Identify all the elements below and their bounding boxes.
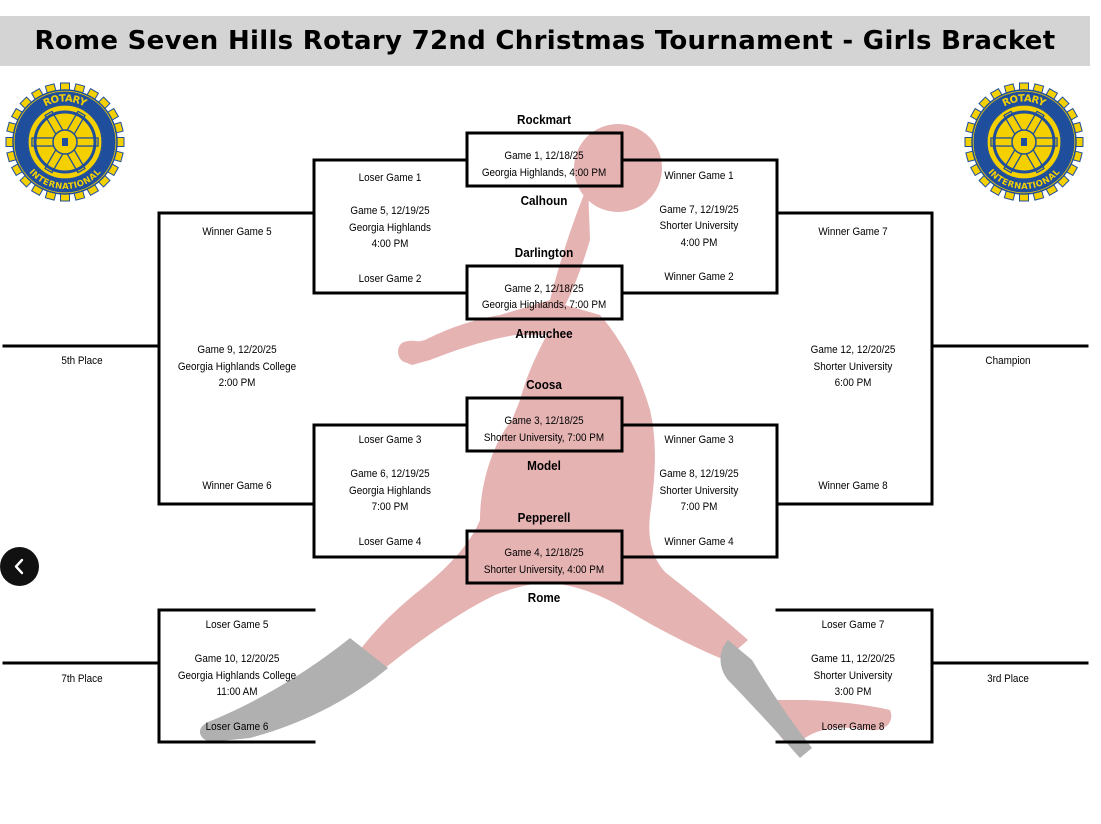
game11-info-line2: Shorter University (813, 670, 893, 682)
game12-info-line3: 6:00 PM (834, 377, 872, 389)
game10-top-slot: Loser Game 5 (205, 619, 269, 631)
bracket-lines (2, 131, 1089, 744)
game1-line1: Game 1, 12/18/25 (504, 150, 584, 162)
game11-info-line1: Game 11, 12/20/25 (810, 653, 896, 665)
game11-bottom-slot: Loser Game 8 (821, 721, 885, 733)
result-7th-place: 7th Place (61, 673, 103, 685)
logo-keyway (62, 138, 68, 146)
silhouette-head (574, 124, 662, 212)
game5-top-slot: Loser Game 1 (358, 172, 422, 184)
game9-info-line2: Georgia Highlands College (177, 361, 297, 373)
game8-top-slot: Winner Game 3 (664, 434, 734, 446)
team-calhoun: Calhoun (520, 193, 568, 208)
game5-info-line1: Game 5, 12/19/25 (350, 205, 430, 217)
silhouette-left-sock (199, 638, 388, 742)
title-banner: Rome Seven Hills Rotary 72nd Christmas T… (0, 16, 1090, 66)
silhouette-right-sock (720, 640, 812, 758)
game11-info-line3: 3:00 PM (834, 686, 872, 698)
game6-top-slot: Loser Game 3 (358, 434, 422, 446)
game11-top-slot: Loser Game 7 (821, 619, 885, 631)
previous-slide-button[interactable] (0, 547, 39, 586)
game12-bottom-slot: Winner Game 8 (818, 480, 888, 492)
team-pepperell: Pepperell (517, 510, 571, 525)
basketball-player-silhouette (199, 124, 892, 758)
game2-line1: Game 2, 12/18/25 (504, 283, 584, 295)
chevron-left-icon (14, 558, 24, 575)
logo-wheel-rim (992, 110, 1056, 174)
game9-top-slot: Winner Game 5 (202, 226, 272, 238)
game6-info-line1: Game 6, 12/19/25 (350, 468, 430, 480)
game7-info-line2: Shorter University (659, 220, 739, 232)
team-coosa: Coosa (526, 377, 562, 392)
team-armuchee: Armuchee (515, 326, 573, 341)
logo-blue-band (973, 91, 1075, 193)
game12-info-line1: Game 12, 12/20/25 (810, 344, 896, 356)
game8-info-line1: Game 8, 12/19/25 (659, 468, 739, 480)
logo-word-top: ROTARY (1001, 93, 1048, 109)
game7-top-slot: Winner Game 1 (664, 170, 734, 182)
game8-info-line3: 7:00 PM (680, 501, 718, 513)
game10-info-line3: 11:00 AM (216, 686, 258, 698)
game6-info-line2: Georgia Highlands (348, 485, 432, 497)
team-rockmart: Rockmart (517, 112, 571, 127)
game4-line2: Shorter University, 4:00 PM (483, 564, 605, 576)
game12-top-slot: Winner Game 7 (818, 226, 888, 238)
game10-info-line1: Game 10, 12/20/25 (194, 653, 280, 665)
result-champion: Champion (985, 355, 1031, 367)
game4-line1: Game 4, 12/18/25 (504, 547, 584, 559)
game8-info-line2: Shorter University (659, 485, 739, 497)
game10-bottom-slot: Loser Game 6 (205, 721, 269, 733)
page-title: Rome Seven Hills Rotary 72nd Christmas T… (34, 26, 1056, 56)
game5-info-line2: Georgia Highlands (348, 222, 432, 234)
game5-info-line3: 4:00 PM (371, 238, 409, 250)
game3-line1: Game 3, 12/18/25 (504, 415, 584, 427)
game9-info-line3: 2:00 PM (218, 377, 256, 389)
logo-word-top: ROTARY (42, 93, 89, 109)
game9-info-line1: Game 9, 12/20/25 (197, 344, 277, 356)
game7-bottom-slot: Winner Game 2 (664, 271, 734, 283)
team-darlington: Darlington (514, 245, 574, 260)
logo-keyway (1021, 138, 1027, 146)
game2-line2: Georgia Highlands, 7:00 PM (481, 299, 607, 311)
game8-bottom-slot: Winner Game 4 (664, 536, 734, 548)
result-5th-place: 5th Place (61, 355, 103, 367)
game9-bottom-slot: Winner Game 6 (202, 480, 272, 492)
game5-bottom-slot: Loser Game 2 (358, 273, 422, 285)
logo-wheel-rim (33, 110, 97, 174)
team-rome: Rome (527, 590, 561, 605)
logo-blue-band (14, 91, 116, 193)
game3-line2: Shorter University, 7:00 PM (483, 432, 605, 444)
game7-info-line3: 4:00 PM (680, 237, 718, 249)
game12-info-line2: Shorter University (813, 361, 893, 373)
game7-info-line1: Game 7, 12/19/25 (659, 204, 739, 216)
game1-line2: Georgia Highlands, 4:00 PM (481, 167, 607, 179)
result-3rd-place: 3rd Place (987, 673, 1029, 685)
silhouette-torso (360, 305, 748, 668)
silhouette-hand (398, 340, 432, 364)
team-model: Model (527, 458, 561, 473)
game6-info-line3: 7:00 PM (371, 501, 409, 513)
game10-info-line2: Georgia Highlands College (177, 670, 297, 682)
game6-bottom-slot: Loser Game 4 (358, 536, 422, 548)
